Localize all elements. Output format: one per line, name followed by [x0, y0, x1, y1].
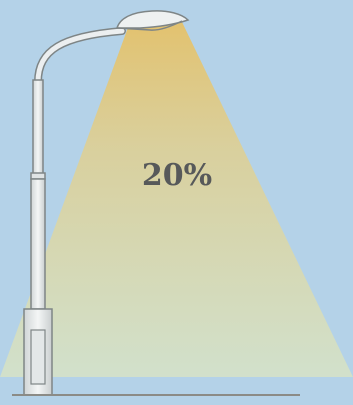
light-beam	[0, 22, 353, 377]
lamp-pole-joint	[31, 173, 45, 179]
lamp-pole-upper	[33, 80, 43, 175]
lamp-pole-base-panel	[31, 330, 45, 384]
lamp-pole-middle	[31, 179, 45, 309]
brightness-percent: 20%	[132, 156, 222, 196]
